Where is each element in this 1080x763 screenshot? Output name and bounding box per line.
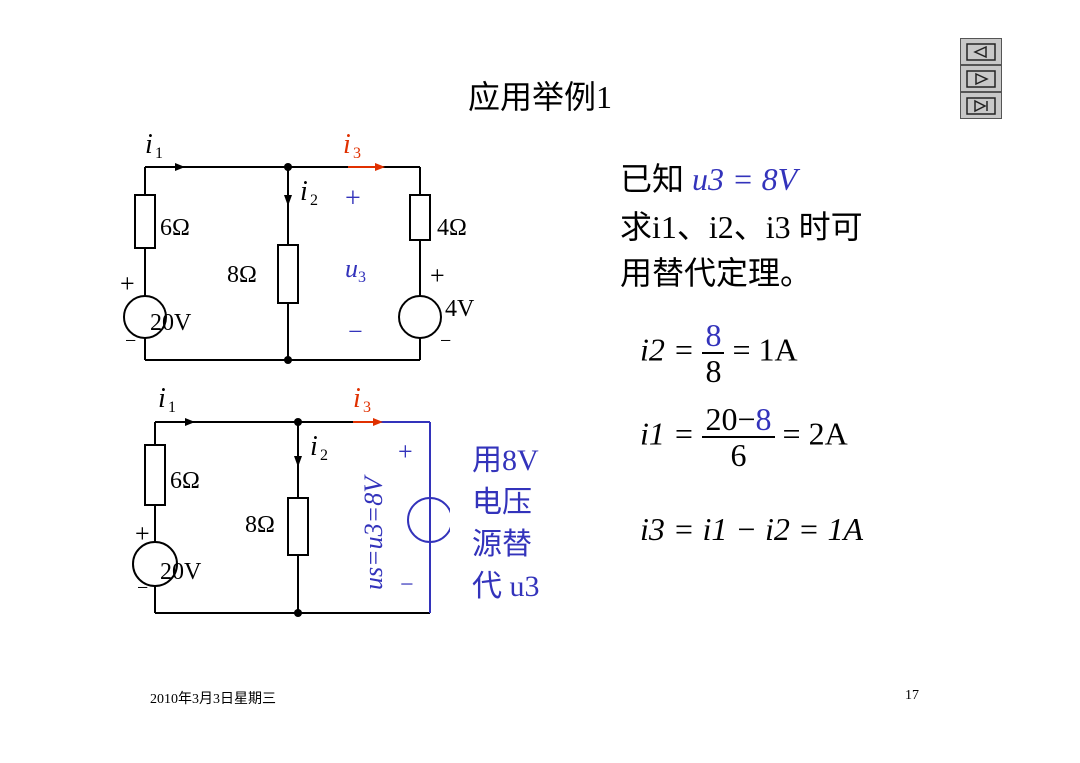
circuit-bottom: i 1 i 2 i 3 6Ω 8Ω + 20V − + − us=u3=8V — [132, 383, 450, 617]
task-line-1: 求i1、i2、i3 时可 — [620, 209, 863, 245]
resistor-6ohm — [134, 194, 156, 249]
svg-text:i: i — [343, 129, 351, 160]
source-4v — [398, 295, 442, 339]
svg-text:4Ω: 4Ω — [437, 215, 467, 241]
svg-text:3: 3 — [358, 269, 366, 286]
svg-text:8Ω: 8Ω — [227, 262, 257, 288]
equation-i3: i3 = i1 − i2 = 1A — [640, 511, 863, 547]
known-line: 已知 u3 = 8V — [620, 161, 798, 197]
svg-text:20V: 20V — [160, 559, 202, 585]
svg-text:3: 3 — [353, 145, 361, 162]
svg-text:i: i — [300, 176, 308, 207]
svg-text:6Ω: 6Ω — [160, 215, 190, 241]
svg-text:20V: 20V — [150, 310, 192, 336]
last-slide-button[interactable] — [960, 92, 1002, 119]
page-number: 17 — [905, 688, 919, 703]
svg-text:+: + — [120, 269, 135, 298]
svg-text:8Ω: 8Ω — [245, 512, 275, 538]
svg-text:u: u — [345, 254, 358, 283]
prev-slide-icon — [966, 42, 996, 61]
svg-text:−: − — [348, 317, 363, 346]
svg-text:+: + — [430, 261, 445, 290]
svg-text:1: 1 — [155, 145, 163, 162]
svg-text:4V: 4V — [445, 296, 475, 322]
svg-text:i: i — [158, 383, 166, 414]
circuit-top: i 1 i 2 i 3 6Ω 8Ω 4Ω + 20V − + 4V − + u … — [120, 129, 475, 364]
last-slide-icon — [966, 96, 996, 115]
svg-text:2: 2 — [320, 447, 328, 464]
svg-text:i: i — [145, 129, 153, 160]
task-line-2: 用替代定理。 — [620, 255, 813, 291]
resistor-4ohm — [409, 194, 431, 241]
svg-text:+: + — [135, 519, 150, 548]
svg-text:1: 1 — [168, 399, 176, 416]
prev-slide-button[interactable] — [960, 38, 1002, 65]
next-slide-icon — [966, 69, 996, 88]
source-20v — [123, 295, 167, 339]
svg-text:3: 3 — [363, 399, 371, 416]
svg-text:+: + — [345, 183, 361, 214]
next-slide-button[interactable] — [960, 65, 1002, 92]
footer-date: 2010年3月3日星期三 — [150, 692, 276, 707]
svg-text:2: 2 — [310, 192, 318, 209]
slide-nav — [960, 38, 1002, 119]
svg-text:+: + — [398, 437, 413, 466]
substitution-note: 用8V 电压 源替 代 u3 — [472, 444, 540, 603]
svg-text:−: − — [125, 330, 136, 352]
svg-text:6Ω: 6Ω — [170, 468, 200, 494]
svg-text:i: i — [310, 431, 318, 462]
svg-text:−: − — [400, 572, 414, 598]
resistor-8ohm — [277, 244, 299, 304]
svg-text:−: − — [137, 577, 148, 599]
svg-text:i: i — [353, 383, 361, 414]
svg-text:−: − — [440, 330, 451, 352]
slide-title: 应用举例1 — [467, 79, 612, 115]
source-label: us=u3=8V — [359, 474, 388, 590]
